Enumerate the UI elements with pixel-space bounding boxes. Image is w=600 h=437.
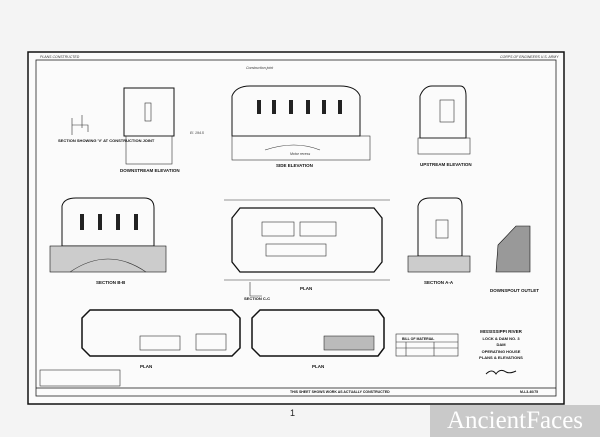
view-label: PLAN xyxy=(140,364,152,369)
signature xyxy=(485,369,517,375)
title-line: LOCK & DAM NO. 3 xyxy=(482,336,520,341)
note: Motor recess xyxy=(290,152,310,156)
page-number: 1 xyxy=(290,408,296,418)
side-elevation-view: Motor recess Construction joint El. 194.… xyxy=(190,66,371,168)
section-aa-view: SECTION A-A xyxy=(407,197,471,285)
title-line: OPERATING HOUSE xyxy=(482,349,521,354)
view-label: UPSTREAM ELEVATION xyxy=(420,162,472,167)
title-line: MISSISSIPPI RIVER xyxy=(480,329,523,334)
view-label: PLAN xyxy=(312,364,324,369)
view-label: DOWNSPOUT OUTLET xyxy=(490,288,539,293)
note: Construction joint xyxy=(246,66,274,70)
title-block: MISSISSIPPI RIVER LOCK & DAM NO. 3 DAM O… xyxy=(36,329,556,394)
header-left: PLANS CONSTRUCTED xyxy=(40,55,80,59)
plan-main-view: PLAN xyxy=(224,199,390,291)
plan-right-view: PLAN xyxy=(251,309,385,369)
watermark-logo: AncientFaces xyxy=(430,405,600,437)
downspout-outlet-view: DOWNSPOUT OUTLET xyxy=(490,225,539,293)
bill-title: BILL OF MATERIAL xyxy=(402,337,435,341)
view-label: SECTION A-A xyxy=(424,280,454,285)
view-label: SIDE ELEVATION xyxy=(276,163,313,168)
header-right: CORPS OF ENGINEERS U.S. ARMY xyxy=(500,55,559,59)
note: El. 194.5 xyxy=(190,131,204,135)
view-label: SECTION B-B xyxy=(96,280,126,285)
view-label: DOWNSTREAM ELEVATION xyxy=(120,168,180,173)
bill-of-material: BILL OF MATERIAL xyxy=(395,333,459,357)
title-line: PLANS & ELEVATIONS xyxy=(479,355,523,360)
sheet-number: M-L3-40/75 xyxy=(520,390,538,394)
section-bb-view: SECTION B-B xyxy=(49,197,167,285)
downstream-elevation-view: DOWNSTREAM ELEVATION xyxy=(120,87,180,173)
plan-left-view: PLAN xyxy=(81,309,241,369)
section-v-joint-view: SECTION SHOWING 'V' AT CONSTRUCTION JOIN… xyxy=(58,115,155,143)
title-line: DAM xyxy=(496,342,506,347)
view-label: SECTION C-C xyxy=(244,296,270,301)
view-label: SECTION SHOWING 'V' AT CONSTRUCTION JOIN… xyxy=(58,138,155,143)
view-label: PLAN xyxy=(300,286,312,291)
footer-note: THIS SHEET SHOWS WORK AS ACTUALLY CONSTR… xyxy=(290,390,390,394)
section-cc-view: SECTION C-C xyxy=(244,282,270,301)
upstream-elevation-view: UPSTREAM ELEVATION xyxy=(417,85,472,167)
